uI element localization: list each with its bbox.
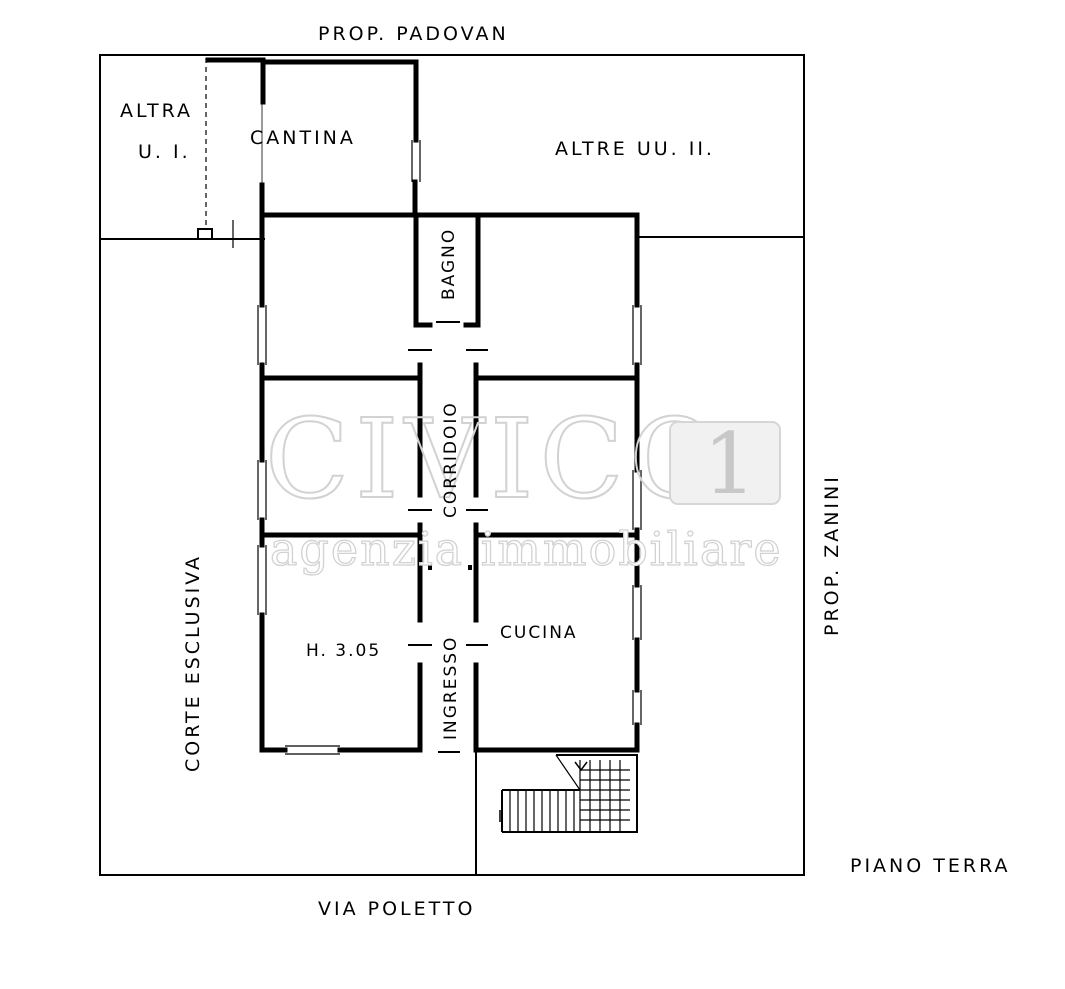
label-ingresso: INGRESSO: [441, 636, 461, 740]
labels: PROP. PADOVAN ALTRA U. I. CANTINA ALTRE …: [120, 23, 1011, 920]
lot-boundaries: [99, 54, 805, 876]
label-corte-esclusiva: CORTE ESCLUSIVA: [182, 554, 204, 772]
watermark-number: 1: [703, 415, 756, 513]
label-piano-terra: PIANO TERRA: [850, 855, 1011, 877]
label-via-poletto: VIA POLETTO: [318, 898, 475, 920]
walls: [205, 57, 640, 753]
label-altre-uu-ii: ALTRE UU. II.: [555, 138, 715, 160]
label-cucina: CUCINA: [500, 623, 578, 643]
label-altra-ui-line1: ALTRA: [120, 100, 193, 122]
label-bagno: BAGNO: [439, 228, 459, 300]
windows: [257, 102, 642, 755]
label-corridoio: CORRIDOIO: [441, 401, 461, 518]
label-prop-zanini: PROP. ZANINI: [821, 474, 843, 636]
label-altra-ui-line2: U. I.: [138, 141, 191, 163]
label-height: H. 3.05: [306, 641, 381, 661]
label-cantina: CANTINA: [250, 127, 356, 149]
watermark-subtitle: agenzia immobiliare: [270, 522, 783, 576]
meter-box: [197, 228, 213, 240]
label-prop-padovan: PROP. PADOVAN: [318, 23, 509, 45]
exterior-stair: [499, 754, 638, 833]
watermark-number-box: [669, 421, 781, 505]
door-jambs: [408, 321, 488, 753]
watermark: CIVICO 1 agenzia immobiliare: [264, 394, 783, 577]
watermark-brand: CIVICO: [265, 395, 726, 523]
